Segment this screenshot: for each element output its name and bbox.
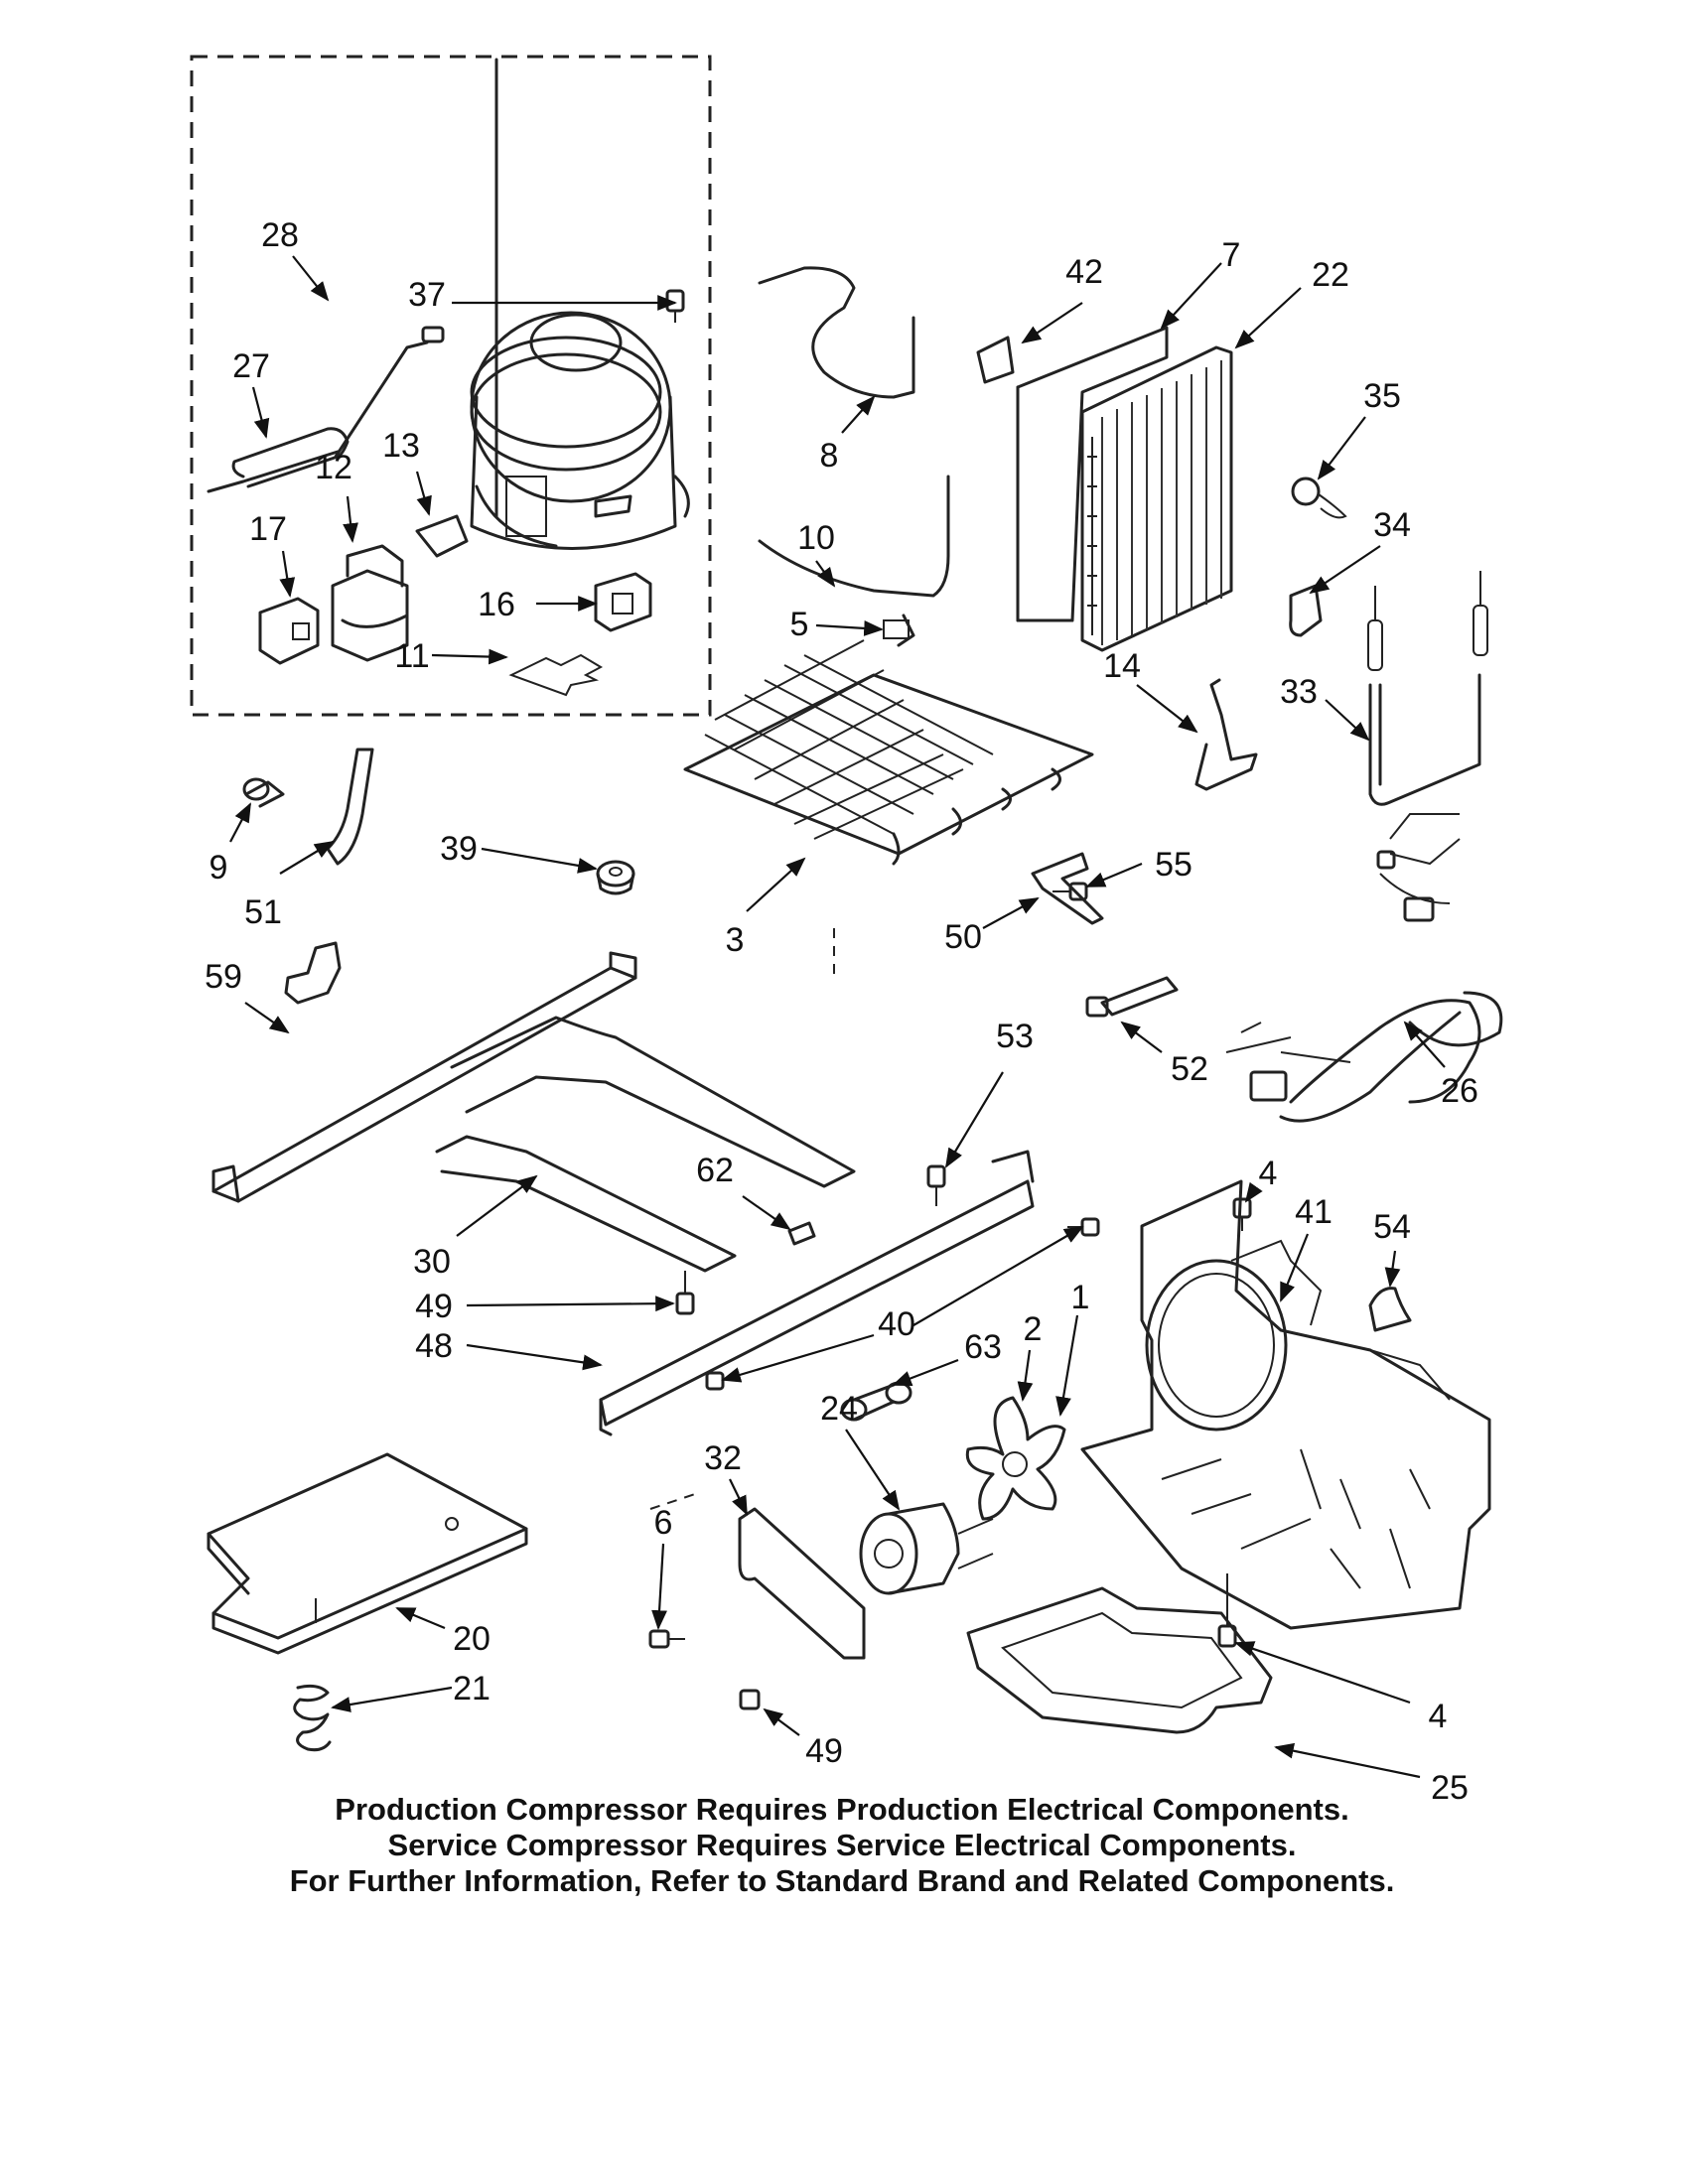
part-label: 62 [696, 1152, 734, 1189]
part-label: 39 [440, 830, 478, 868]
part-label: 6 [654, 1504, 673, 1542]
clip-62-drawing [787, 1221, 816, 1246]
spring-21-drawing [293, 1684, 332, 1752]
footnote-line: Service Compressor Requires Service Elec… [387, 1828, 1297, 1862]
clip-13-drawing [415, 514, 469, 558]
part-label: 30 [413, 1243, 451, 1281]
part-label: 26 [1441, 1072, 1478, 1110]
part-label: 16 [478, 586, 515, 623]
part-label: 11 [394, 637, 429, 675]
clip-59-drawing [284, 941, 342, 1005]
tube-10-drawing [758, 475, 950, 598]
part-label: 3 [726, 921, 745, 959]
part-label: 51 [244, 893, 282, 931]
part-label: 13 [382, 427, 420, 465]
bracket-34-drawing [1289, 584, 1323, 637]
sleeve-9-drawing [242, 777, 285, 808]
base-41-drawing [1080, 1179, 1491, 1630]
screw-37-drawing [665, 289, 685, 323]
footnote-line: Production Compressor Requires Productio… [335, 1792, 1349, 1827]
part-label: 27 [232, 347, 270, 385]
hose-51-drawing [326, 748, 374, 866]
dashed-leader-lines [649, 928, 835, 1510]
part-label: 17 [249, 510, 287, 548]
part-label: 42 [1065, 253, 1103, 291]
wire-11-drawing [508, 653, 604, 697]
part-label: 34 [1373, 506, 1411, 544]
screw-49-drawing [675, 1271, 761, 1710]
part-label: 28 [261, 216, 299, 254]
part-label: 59 [205, 958, 242, 996]
wire-nut-54-drawing [1368, 1287, 1412, 1332]
tube-33-drawing [1367, 571, 1488, 806]
tube-8-drawing [758, 266, 915, 399]
part-label: 53 [996, 1018, 1034, 1055]
part-label: 12 [315, 449, 352, 486]
part-label: 24 [820, 1390, 858, 1428]
frame-rail-30-drawing [211, 951, 856, 1273]
part-label: 35 [1363, 377, 1401, 415]
part-label: 14 [1103, 647, 1141, 685]
evaporator-22-drawing [1080, 345, 1233, 652]
part-label: 37 [408, 276, 446, 314]
part-label: 22 [1312, 256, 1349, 294]
screw-6-drawing [648, 1629, 685, 1649]
part-label: 32 [704, 1439, 742, 1477]
part-label: 9 [210, 849, 228, 887]
part-label: 52 [1171, 1050, 1208, 1088]
part-label: 49 [415, 1288, 453, 1325]
footnote-line: For Further Information, Refer to Standa… [289, 1863, 1395, 1898]
part-label: 48 [415, 1327, 453, 1365]
part-label: 7 [1222, 236, 1241, 274]
part-label: 55 [1155, 846, 1193, 884]
compressor-drawing [470, 58, 690, 550]
bracket-50-drawing [1031, 852, 1104, 925]
part-label: 4 [1259, 1155, 1278, 1192]
relay-17-drawing [258, 597, 320, 665]
screw-4-drawing [1217, 1197, 1252, 1648]
clip-42-drawing [976, 336, 1015, 384]
part-label: 25 [1431, 1769, 1469, 1807]
part-label: 2 [1024, 1310, 1043, 1348]
part-label: 41 [1295, 1193, 1333, 1231]
footnotes: Production Compressor Requires Productio… [0, 1792, 1684, 1899]
overload-27-drawing [207, 326, 445, 493]
part-label: 40 [878, 1305, 915, 1343]
cover-20-drawing [207, 1452, 528, 1655]
part-number-labels: 28 37 27 12 13 17 16 11 8 10 5 42 7 22 3… [205, 216, 1478, 1807]
part-label: 54 [1373, 1208, 1411, 1246]
part-label: 1 [1071, 1279, 1090, 1316]
bracket-32-drawing [738, 1507, 866, 1660]
thermostat-35-drawing [1291, 477, 1347, 519]
compressor-kit-boundary [190, 55, 712, 717]
part-label: 49 [805, 1732, 843, 1770]
overload-16-drawing [594, 572, 652, 632]
part-label: 20 [453, 1620, 491, 1658]
screw-53-drawing [926, 1164, 946, 1206]
part-label: 50 [944, 918, 982, 956]
part-label: 5 [790, 606, 809, 643]
leader-arrows [229, 255, 1446, 1779]
wire-14-drawing [1194, 678, 1258, 791]
screw-55-drawing [1052, 882, 1088, 901]
grommet-39-drawing [596, 860, 635, 895]
drain-pan-25-drawing [966, 1586, 1273, 1734]
part-label: 4 [1429, 1698, 1448, 1735]
part-label: 8 [820, 437, 839, 475]
part-label: 63 [964, 1328, 1002, 1366]
fan-blade-2-drawing [965, 1396, 1066, 1521]
cable-tie-52-drawing [1085, 976, 1179, 1018]
part-label: 33 [1280, 673, 1318, 711]
part-label: 21 [453, 1670, 491, 1707]
spacer-63-drawing [840, 1381, 912, 1422]
relay-12-drawing [331, 544, 409, 662]
wire-harness-26-drawing [1225, 813, 1503, 1123]
condenser-3-drawing [683, 614, 1094, 866]
fan-motor-24-drawing [859, 1502, 994, 1595]
frame-rail-48-drawing [599, 1150, 1035, 1436]
part-label: 10 [797, 519, 835, 557]
